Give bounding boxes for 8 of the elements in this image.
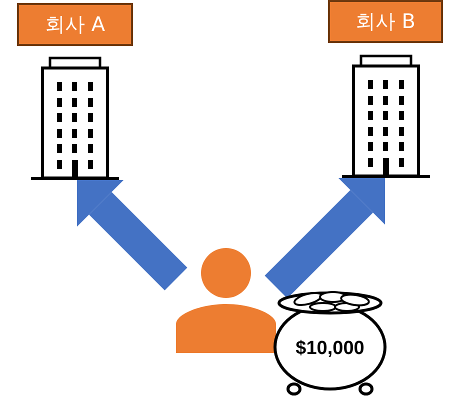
- name-tag: 회사 B: [328, 0, 443, 43]
- block-arrow: [264, 178, 385, 298]
- person-silhouette: [176, 248, 276, 353]
- office-building-icon: [342, 54, 430, 178]
- amount-text: $10,000: [296, 338, 364, 360]
- block-arrow: [77, 180, 188, 290]
- name-tag: 회사 A: [17, 3, 133, 46]
- office-building-icon: [31, 56, 119, 180]
